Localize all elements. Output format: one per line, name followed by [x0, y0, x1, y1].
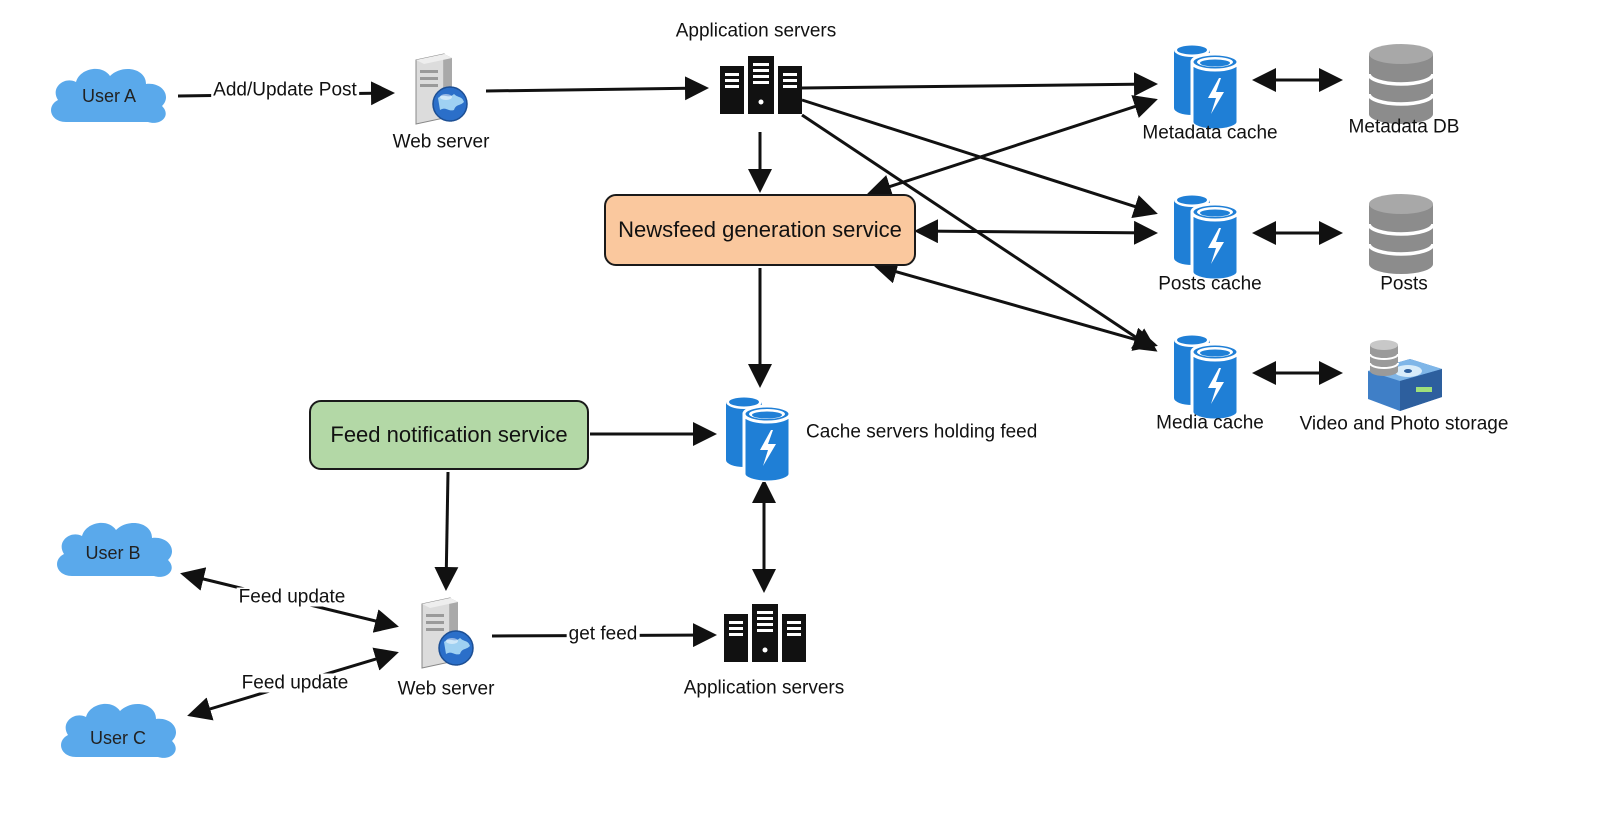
app-servers-top-icon	[720, 56, 802, 114]
edge-label-add-update-post: Add/Update Post	[211, 79, 359, 101]
app-servers-top-label: Application servers	[675, 20, 837, 42]
edge-web-app	[485, 76, 709, 101]
user-b-label: User B	[85, 543, 141, 563]
user-c-label: User C	[89, 728, 147, 748]
feed-notification-service: Feed notification service	[309, 400, 589, 470]
edge-label-get-feed: get feed	[566, 623, 640, 645]
edge-label-feed-update-1: Feed update	[236, 586, 348, 608]
feed-notification-label: Feed notification service	[330, 422, 568, 447]
feed-cache-icon	[724, 393, 792, 482]
edge-newsfeed-metadata	[867, 95, 1158, 198]
web-server-bottom-icon	[421, 597, 474, 669]
media-cache-label: Media cache	[1156, 412, 1264, 434]
posts-db-label: Posts	[1380, 273, 1428, 295]
edge-app-metadata-cache	[801, 72, 1158, 97]
metadata-cache-label: Metadata cache	[1142, 122, 1278, 144]
posts-db-icon	[1367, 192, 1435, 276]
metadata-cache-icon	[1172, 41, 1240, 130]
edge-newsfeed-posts	[914, 219, 1158, 245]
web-server-top-label: Web server	[392, 131, 490, 153]
web-server-bottom-label: Web server	[397, 678, 495, 700]
edge-label-feed-update-2: Feed update	[239, 672, 351, 694]
app-servers-bottom-label: Application servers	[683, 677, 845, 699]
app-servers-bottom-icon	[724, 604, 806, 662]
newsfeed-service-label: Newsfeed generation service	[618, 217, 902, 242]
video-photo-storage-label: Video and Photo storage	[1299, 413, 1509, 435]
posts-cache-icon	[1172, 191, 1240, 280]
newsfeed-generation-service: Newsfeed generation service	[604, 194, 916, 266]
media-cache-icon	[1172, 331, 1240, 420]
metadata-db-label: Metadata DB	[1348, 116, 1460, 138]
posts-cache-label: Posts cache	[1158, 273, 1262, 295]
user-a-label: User A	[81, 86, 137, 106]
web-server-top-icon	[415, 53, 468, 125]
metadata-db-icon	[1367, 42, 1435, 126]
feed-cache-label: Cache servers holding feed	[806, 421, 1038, 443]
edge-newsfeed-media	[873, 260, 1158, 351]
video-photo-storage-icon	[1367, 339, 1443, 412]
edge-notification-web	[434, 471, 459, 591]
